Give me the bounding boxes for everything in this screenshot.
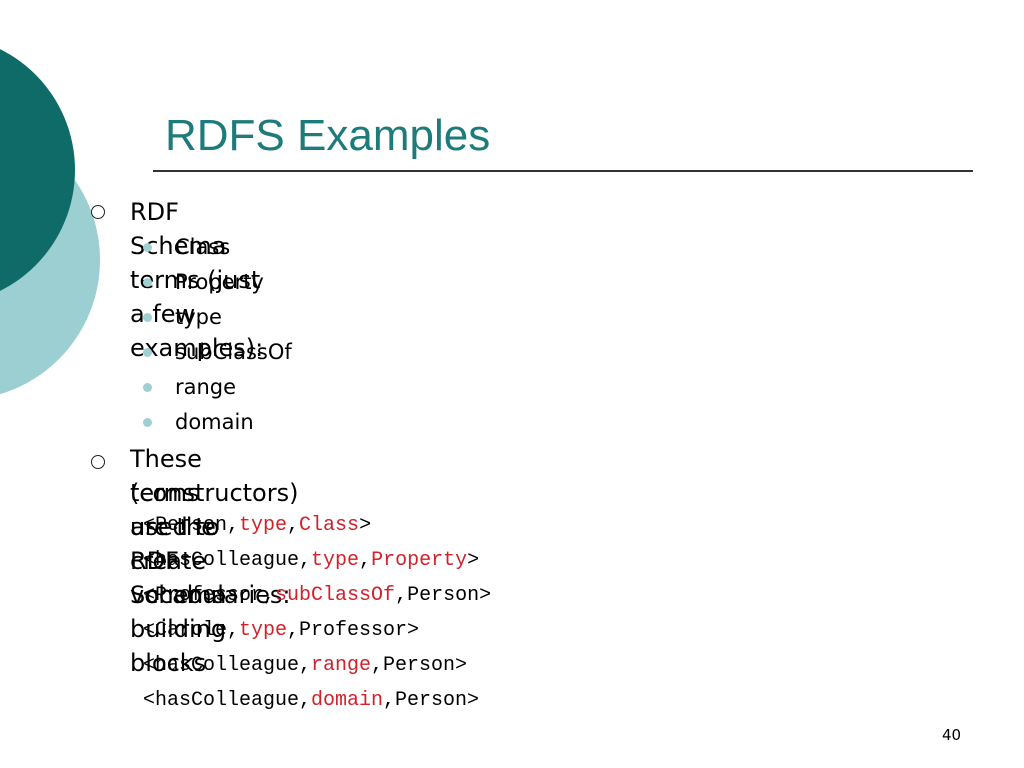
rdfs-keyword: type xyxy=(239,514,288,537)
subitem-class: Class xyxy=(175,235,231,259)
dot-bullet-icon xyxy=(143,313,152,322)
dot-bullet-icon xyxy=(143,278,152,287)
code-text: <hasColleague, xyxy=(143,549,312,572)
bullet-2-line-1: These terms are the RDF Schema building … xyxy=(130,445,227,677)
code-line: <Person,type,Class> xyxy=(143,512,371,540)
rdfs-keyword: Class xyxy=(299,514,360,537)
code-text: <hasColleague, xyxy=(143,654,312,677)
code-text: > xyxy=(359,514,372,537)
page-number: 40 xyxy=(942,726,962,744)
code-line: <hasColleague,domain,Person> xyxy=(143,687,479,715)
code-text: ,Person> xyxy=(395,584,492,607)
code-line: <Carole,type,Professor> xyxy=(143,617,419,645)
rdfs-keyword: type xyxy=(311,549,360,572)
code-line: <hasColleague,type,Property> xyxy=(143,547,479,575)
code-text: <Carole, xyxy=(143,619,240,642)
subitem-subclassof: subClassOf xyxy=(175,340,292,364)
rdfs-keyword: range xyxy=(311,654,372,677)
subitem-property: Property xyxy=(175,270,264,294)
slide-title: RDFS Examples xyxy=(165,111,491,160)
bullet-2-line-2: (constructors) used to create vocabulari… xyxy=(130,479,299,609)
code-line: <hasColleague,range,Person> xyxy=(143,652,467,680)
rdfs-keyword: Property xyxy=(371,549,468,572)
code-text: ,Professor> xyxy=(287,619,420,642)
decorative-circles xyxy=(0,49,100,395)
code-text: <Professor, xyxy=(143,584,276,607)
code-text: <hasColleague, xyxy=(143,689,312,712)
dark-teal-circle xyxy=(0,49,75,291)
dot-bullet-icon xyxy=(143,243,152,252)
code-text: > xyxy=(467,549,480,572)
code-text: , xyxy=(359,549,372,572)
dot-bullet-icon xyxy=(143,418,152,427)
subitem-range: range xyxy=(175,375,237,399)
code-text: ,Person> xyxy=(383,689,480,712)
subitem-domain: domain xyxy=(175,410,254,434)
title-underline xyxy=(153,170,973,172)
rdfs-keyword: subClassOf xyxy=(275,584,396,607)
code-text: ,Person> xyxy=(371,654,468,677)
subitem-type: type xyxy=(175,305,222,329)
rdfs-keyword: domain xyxy=(311,689,384,712)
code-line: <Professor,subClassOf,Person> xyxy=(143,582,491,610)
code-text: , xyxy=(287,514,300,537)
dot-bullet-icon xyxy=(143,348,152,357)
rdfs-keyword: type xyxy=(239,619,288,642)
dot-bullet-icon xyxy=(143,383,152,392)
hollow-circle-bullet-icon xyxy=(91,205,105,219)
hollow-circle-bullet-icon xyxy=(91,455,105,469)
code-text: <Person, xyxy=(143,514,240,537)
